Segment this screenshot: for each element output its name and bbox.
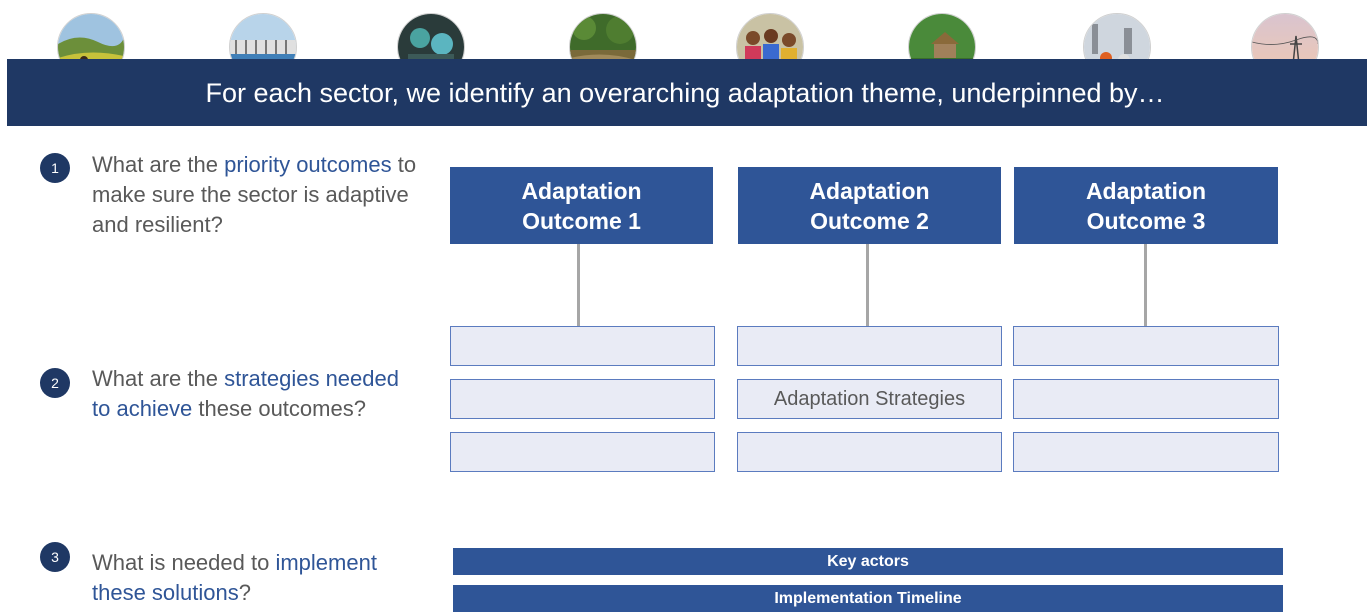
- outcome-title-line1: Adaptation: [521, 177, 642, 204]
- connector-line-1: [577, 244, 580, 328]
- outcome-3-box: Adaptation Outcome 3: [1014, 167, 1278, 244]
- strategy-box: [450, 326, 715, 366]
- key-actors-bar: Key actors: [453, 548, 1283, 575]
- question-text: ?: [238, 580, 252, 605]
- strategy-box: [450, 379, 715, 419]
- step-2-question: What are the strategies needed to achiev…: [92, 364, 422, 424]
- strategy-box: [737, 432, 1002, 472]
- connector-line-3: [1144, 244, 1147, 328]
- outcome-2-box: Adaptation Outcome 2: [738, 167, 1001, 244]
- implementation-timeline-bar: Implementation Timeline: [453, 585, 1283, 612]
- strategy-box: [1013, 432, 1279, 472]
- question-text: to make sure the sector is adaptive and …: [92, 152, 417, 237]
- question-text: What are the: [92, 366, 225, 391]
- outcome-title-line1: Adaptation: [1085, 177, 1207, 204]
- outcome-title-line2: Outcome 1: [522, 207, 641, 234]
- question-highlight: priority outcomes: [224, 152, 392, 177]
- question-text: these outcomes?: [192, 396, 366, 421]
- strategy-box: [737, 326, 1002, 366]
- outcome-title-line2: Outcome 2: [810, 207, 929, 234]
- outcome-1-box: Adaptation Outcome 1: [450, 167, 713, 244]
- strategy-box: [1013, 326, 1279, 366]
- step-3-badge: 3: [40, 542, 70, 572]
- step-1-badge: 1: [40, 153, 70, 183]
- banner-title: For each sector, we identify an overarch…: [205, 78, 1165, 108]
- question-highlight: strategies needed to achieve: [92, 366, 399, 421]
- step-1-question: What are the priority outcomes to make s…: [92, 150, 422, 240]
- question-text: What are the: [92, 152, 225, 177]
- title-banner: [7, 59, 1367, 126]
- question-text: What is needed to: [92, 550, 276, 575]
- strategy-box-labeled: Adaptation Strategies: [737, 379, 1002, 419]
- step-3-question: What is needed to implement these soluti…: [92, 548, 422, 608]
- outcome-title-line2: Outcome 3: [1086, 207, 1206, 234]
- step-2-badge: 2: [40, 368, 70, 398]
- connector-line-2: [866, 244, 869, 328]
- outcome-title-line1: Adaptation: [809, 177, 930, 204]
- question-highlight: implement these solutions: [92, 550, 377, 605]
- strategy-box: [1013, 379, 1279, 419]
- strategy-box: [450, 432, 715, 472]
